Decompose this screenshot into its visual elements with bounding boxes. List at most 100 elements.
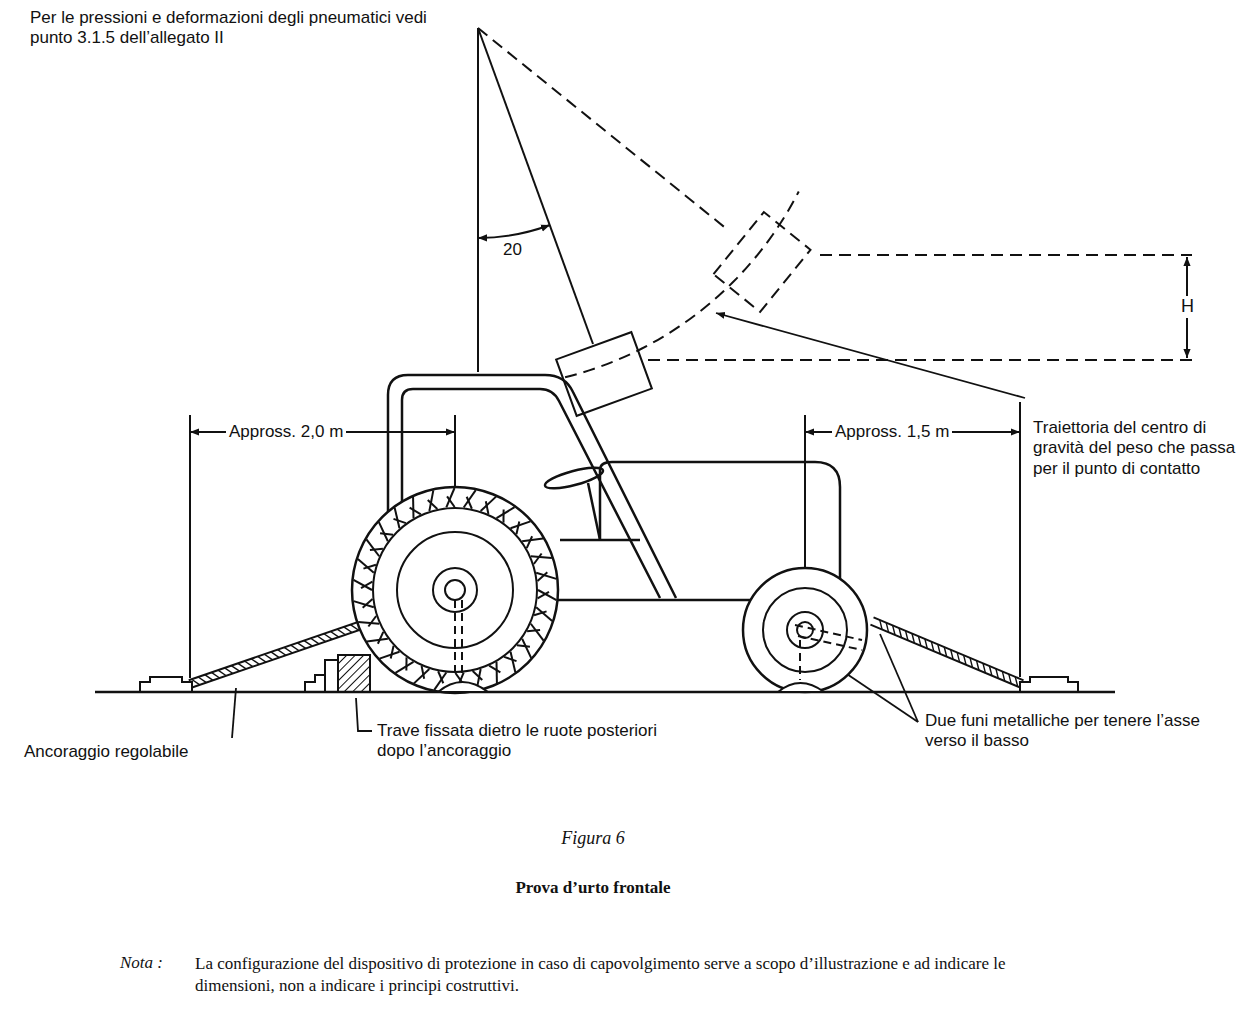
figure-caption: Figura 6	[561, 828, 625, 850]
trajectory-arc	[565, 191, 1192, 377]
anchor-cable	[218, 670, 226, 676]
rear-wheel	[534, 611, 546, 615]
rear-wheel	[429, 490, 433, 511]
rear-wheel	[361, 582, 372, 588]
rear-wheel	[486, 501, 489, 514]
anchor-cable	[304, 641, 312, 647]
annotation-label: Per le pressioni e deformazioni degli pn…	[30, 8, 460, 49]
dimension-line	[190, 402, 1020, 678]
leader-line	[232, 688, 236, 738]
front-wheel	[743, 568, 867, 692]
pendulum-lines	[477, 28, 479, 372]
dimension-line	[1019, 402, 1021, 677]
rear-wheel	[438, 671, 443, 683]
front-wheel	[743, 568, 867, 692]
figure-title: Prova d’urto frontale	[515, 878, 670, 898]
anchor-cable	[931, 642, 933, 652]
annotation-label: H	[1178, 296, 1197, 318]
anchor-cable	[938, 644, 940, 654]
anchor-cable	[912, 633, 914, 643]
anchor-cable	[880, 620, 882, 630]
pendulum-lines	[478, 28, 728, 230]
rear-wheel	[511, 521, 531, 528]
rear-wheel	[410, 508, 421, 515]
annotation-label: Due funi metalliche per tenere l’asse ve…	[925, 711, 1245, 752]
rear-wheel	[502, 510, 504, 523]
ground-anchor	[305, 675, 325, 692]
annotation-label: 20	[503, 240, 522, 260]
trajectory-arc	[648, 359, 1192, 361]
rear-wheel	[497, 507, 515, 518]
rear-wheel	[363, 565, 375, 569]
wheel-support	[461, 600, 463, 676]
annotation-label: Ancoraggio regolabile	[24, 742, 188, 762]
leader-line	[356, 698, 372, 731]
anchor-cable	[297, 643, 305, 649]
rear-wheel	[516, 521, 519, 534]
rear-wheel	[380, 533, 393, 535]
anchor-cable	[951, 650, 953, 660]
annotation-label: Trave fissata dietro le ruote posteriori…	[377, 721, 677, 762]
rear-wheel	[352, 487, 558, 693]
rear-wheel	[447, 496, 455, 507]
wheel-support	[454, 600, 456, 676]
anchor-cable	[238, 663, 246, 669]
anchor-cable	[291, 645, 299, 651]
anchor-cable	[906, 631, 908, 641]
wheel-support	[799, 640, 801, 680]
dimension-line	[189, 415, 191, 678]
pendulum-lines	[478, 225, 550, 238]
rear-wheel	[395, 508, 400, 529]
anchor-cable	[944, 647, 946, 657]
ground-line	[95, 691, 1115, 694]
anchor-cable	[964, 655, 966, 665]
anchor-cable	[284, 647, 292, 653]
rear-wheel	[358, 622, 379, 624]
wheel-support	[795, 625, 862, 650]
anchor-cable	[211, 672, 219, 678]
dimension-line	[454, 415, 456, 487]
tractor-body	[543, 463, 605, 492]
rear-wheel	[422, 666, 425, 679]
rear-wheel	[363, 599, 373, 608]
anchor-cable	[957, 652, 959, 662]
anchor-cable	[189, 592, 1024, 688]
anchor-cable	[996, 669, 998, 679]
annotation-label: Appross. 1,5 m	[832, 422, 952, 442]
rear-wheel	[517, 645, 530, 647]
front-wheel	[787, 612, 823, 648]
anchor-cable	[970, 658, 972, 668]
rear-wheel	[395, 662, 413, 673]
anchor-cable	[337, 629, 345, 635]
anchor-cable	[225, 668, 233, 674]
annotation-label: Appross. 2,0 m	[226, 422, 346, 442]
rear-wheel	[367, 639, 388, 642]
rear-wheel	[354, 580, 372, 590]
rear-wheel	[445, 580, 465, 600]
ground-anchor	[1020, 677, 1078, 692]
ground-anchor	[140, 675, 1078, 692]
leader-line	[716, 313, 1025, 398]
front-wheel	[763, 588, 847, 672]
pendulum-weight	[556, 332, 652, 416]
ground-anchor	[140, 677, 192, 692]
anchor-cable	[331, 631, 339, 637]
leader-line	[232, 313, 1025, 738]
anchor-cable	[925, 639, 927, 649]
rear-wheel	[391, 646, 394, 659]
leader-line	[880, 634, 918, 722]
beam-block	[338, 655, 370, 692]
anchor-cable	[344, 627, 352, 633]
pendulum-lines	[478, 28, 728, 372]
anchor-cable	[989, 666, 991, 676]
rear-wheel	[531, 556, 552, 558]
rear-wheel	[527, 536, 532, 548]
rear-wheel	[352, 487, 558, 693]
anchor-cable	[1015, 677, 1017, 687]
wheel-support	[778, 683, 824, 692]
rear-wheel	[496, 662, 498, 683]
rear-wheel	[378, 632, 383, 644]
dimension-line	[804, 415, 806, 568]
rear-wheel	[534, 553, 542, 563]
